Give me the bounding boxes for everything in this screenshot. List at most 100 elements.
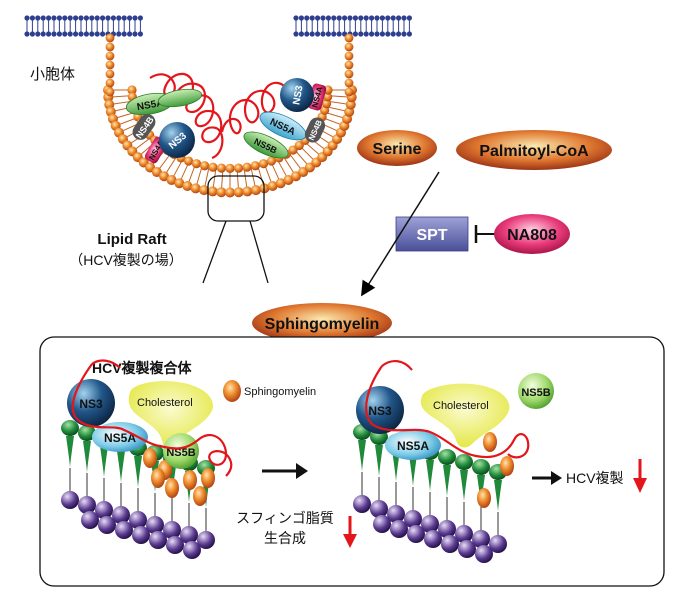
membrane-head — [110, 15, 116, 21]
vesicle-lipid-head — [344, 42, 354, 52]
membrane-head — [137, 15, 143, 21]
membrane-head — [379, 15, 385, 21]
raft-lipid-tail — [66, 436, 74, 468]
membrane-head — [116, 31, 122, 37]
vesicle-lipid-head — [344, 51, 354, 61]
replication-down-arrow-head — [633, 478, 647, 493]
membrane-head — [40, 15, 46, 21]
membrane-head — [94, 31, 100, 37]
vesicle-lipid-head — [258, 159, 269, 169]
membrane-head — [132, 15, 138, 21]
sphingomyelin-molecule — [483, 432, 497, 452]
sphingomyelin-label: Sphingomyelin — [265, 316, 380, 333]
vesicle-label: 小胞体 — [30, 66, 75, 83]
replication-arrow-head — [551, 471, 562, 485]
raft-lipid-tail — [443, 465, 451, 497]
membrane-head — [379, 31, 385, 37]
vesicle-lipid-head — [216, 163, 227, 173]
membrane-head — [116, 15, 122, 21]
membrane-head — [100, 15, 106, 21]
ns5a-ellipse-complex-right — [385, 430, 441, 460]
vesicle-lipid-head — [216, 187, 227, 198]
membrane-head — [293, 15, 299, 21]
vesicle-lipid-head — [127, 85, 137, 95]
zoom-line-left — [202, 220, 227, 284]
cholesterol-label-left: Cholesterol — [137, 397, 193, 409]
membrane-head — [325, 31, 331, 37]
vesicle-lipid-head — [200, 161, 210, 171]
sphingomyelin-molecule — [183, 470, 197, 490]
membrane-head — [331, 31, 337, 37]
sphingomyelin-molecule — [201, 468, 215, 488]
raft-bottom-head — [78, 496, 96, 514]
membrane-head — [298, 15, 304, 21]
vesicle-lipid-head — [344, 60, 354, 70]
complex-label: HCV複製複合体 — [92, 360, 193, 376]
vesicle-lipid-head — [199, 185, 210, 196]
ns3-label-right: NS3 — [291, 84, 305, 105]
membrane-head — [67, 31, 73, 37]
raft-lipid-head — [438, 449, 456, 465]
membrane-head — [315, 15, 321, 21]
raft-bottom-head — [132, 526, 150, 544]
raft-lipid-tail — [134, 456, 142, 488]
raft-bottom-head — [61, 491, 79, 509]
membrane-head — [304, 31, 310, 37]
membrane-head — [51, 31, 57, 37]
membrane-head — [83, 15, 89, 21]
membrane-head — [315, 31, 321, 37]
membrane-head — [385, 31, 391, 37]
raft-bottom-head — [475, 545, 493, 563]
ns3-ball-left — [159, 122, 195, 158]
raft-bottom-head — [95, 501, 113, 519]
raft-lipid-tail — [392, 450, 400, 482]
membrane-head — [89, 15, 95, 21]
legend-sphingomyelin-icon — [223, 380, 241, 402]
vesicle-lipid-head — [267, 181, 278, 192]
vesicle-lipid-head — [105, 60, 115, 70]
raft-lipid-tail — [494, 480, 502, 512]
vesicle-lipid-head — [288, 145, 298, 155]
membrane-head — [358, 15, 364, 21]
complex-right: Cholesterol NS3 NS5A NS5B — [356, 360, 554, 460]
membrane-head — [390, 31, 396, 37]
membrane-head — [127, 31, 133, 37]
membrane-head — [62, 15, 68, 21]
vesicle-lipid-head — [208, 162, 218, 172]
membrane-head — [396, 31, 402, 37]
ns3-ball-complex-left — [67, 379, 115, 427]
membrane-head — [401, 31, 407, 37]
vesicle-lipid-head — [266, 156, 277, 166]
na808-label: NA808 — [507, 227, 557, 244]
membrane-head — [46, 15, 52, 21]
cholesterol-blob-left — [128, 381, 214, 449]
membrane-head — [342, 15, 348, 21]
membrane-head — [385, 15, 391, 21]
membrane-head — [352, 15, 358, 21]
raft-scene-left — [61, 420, 215, 559]
membrane-head — [73, 15, 79, 21]
membrane-head — [336, 31, 342, 37]
vesicle-protein-cluster-right: NS5A NS5B NS4A NS4B NS3 — [220, 78, 327, 159]
sphingomyelin-molecule — [193, 486, 207, 506]
membrane-head — [56, 15, 63, 21]
replication-label: HCV複製 — [566, 470, 624, 486]
raft-lipid-tail — [358, 440, 366, 472]
membrane-head — [369, 31, 375, 37]
membrane-head — [331, 15, 337, 21]
membrane-head — [406, 31, 412, 37]
membrane-head — [374, 15, 380, 21]
raft-lipid-head — [472, 459, 490, 475]
raft-bottom-head — [438, 520, 456, 538]
membrane-head — [94, 15, 100, 21]
sphingomyelin-molecule — [143, 448, 157, 468]
vesicle-lipid-head — [225, 187, 235, 198]
vesicle-lipid-head — [233, 187, 244, 198]
rna-strand-complex-right — [365, 365, 530, 459]
membrane-head — [137, 31, 143, 37]
raft-bottom-head — [197, 531, 215, 549]
vesicle-lipid-head — [344, 69, 354, 79]
vesicle-lipid-head — [105, 78, 115, 88]
na808-pill — [494, 214, 570, 254]
pathway-arrow — [361, 171, 440, 297]
